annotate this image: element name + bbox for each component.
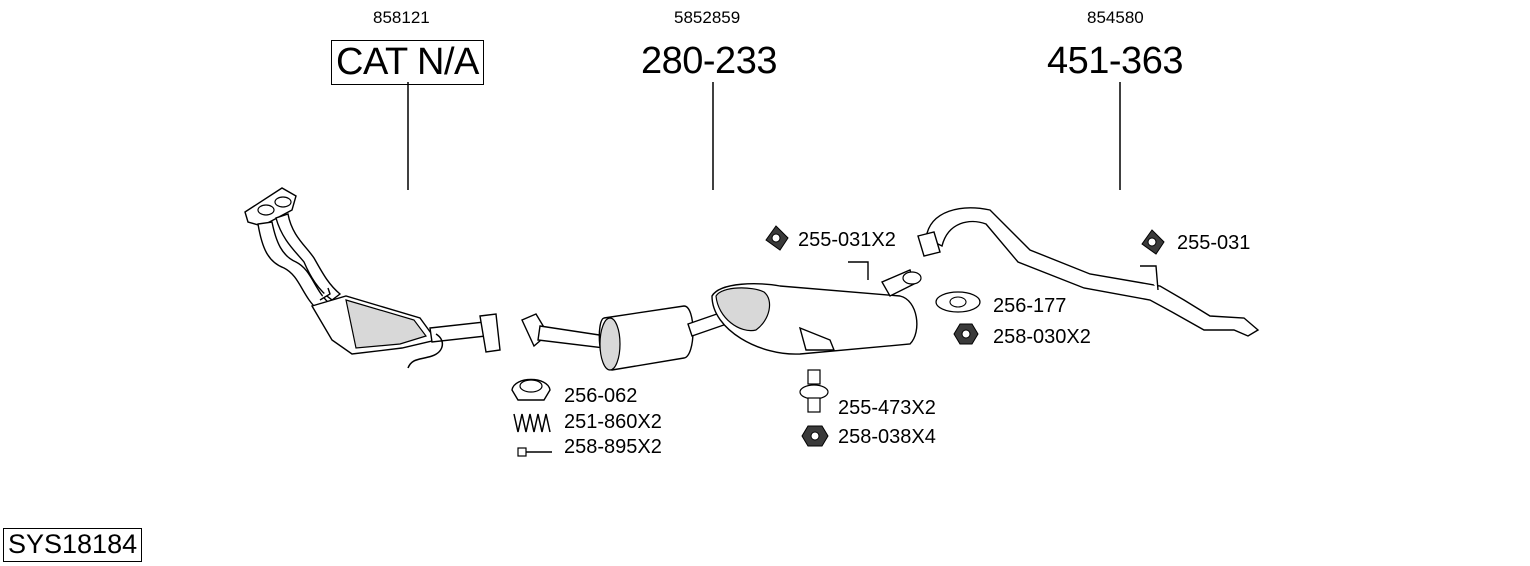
- catalyst-outlet-pipe: [429, 321, 487, 343]
- rear-pipe-tube: [925, 207, 1260, 337]
- front-silencer-assembly: [521, 305, 745, 371]
- spring-icon: [513, 413, 551, 433]
- rear-pipe-hanger: [1140, 265, 1159, 291]
- rear-silencer-endcap: [715, 287, 771, 332]
- rubber-hanger-part-number: 255-473X2: [838, 397, 936, 419]
- rear-silencer-outlet-flange: [902, 271, 922, 285]
- front-silencer-inlet-pipe: [537, 325, 607, 349]
- catalyst-part-number: CAT N/A: [331, 40, 484, 85]
- rubber-mount-icon: [765, 225, 789, 251]
- rear-silencer-hanger: [848, 261, 869, 280]
- hex-nut-part-number: 258-030X2: [993, 326, 1091, 348]
- front-silencer-endcap: [599, 317, 621, 371]
- bolt-icon: [517, 447, 552, 457]
- catalyst-oem-number: 858121: [373, 8, 430, 27]
- rear-pipe-assembly: [917, 207, 1260, 337]
- front-silencer-part-number: 280-233: [641, 40, 777, 82]
- oval-gasket-part-number: 256-177: [993, 295, 1067, 317]
- gasket-ring-icon: [511, 378, 551, 401]
- flange-gasket-part-number: 256-062: [564, 385, 638, 407]
- rear-pipe-inlet-flange: [917, 231, 941, 257]
- hex-nut-icon: [953, 323, 979, 345]
- catalyst-sensor-wire: [407, 333, 444, 369]
- front-silencer-can: [598, 305, 694, 371]
- catalyst-outlet-flange: [479, 313, 501, 353]
- catalyst-shell: [345, 299, 427, 349]
- system-code-label: SYS18184: [3, 528, 143, 562]
- rubber-hanger-icon: [799, 369, 829, 413]
- rubber-mount-icon-right: [1141, 229, 1165, 255]
- flange-nut-icon: [801, 425, 829, 447]
- front-silencer-oem-number: 5852859: [674, 8, 741, 27]
- catalyst-assembly: [244, 187, 501, 369]
- downpipe-right: [275, 213, 342, 301]
- rear-pipe-oem-number: 854580: [1087, 8, 1144, 27]
- rubber-mount-top-part-number: 255-031X2: [798, 229, 896, 251]
- bolt-part-number: 258-895X2: [564, 436, 662, 458]
- rear-silencer-assembly: [711, 261, 922, 355]
- rubber-mount-right-part-number: 255-031: [1177, 232, 1251, 254]
- catalyst-heatshield-tab: [319, 287, 331, 301]
- rear-pipe-part-number: 451-363: [1047, 40, 1183, 82]
- rear-silencer-bracket: [798, 326, 836, 351]
- oval-gasket-icon: [935, 291, 981, 313]
- spring-part-number: 251-860X2: [564, 411, 662, 433]
- flange-nut-part-number: 258-038X4: [838, 426, 936, 448]
